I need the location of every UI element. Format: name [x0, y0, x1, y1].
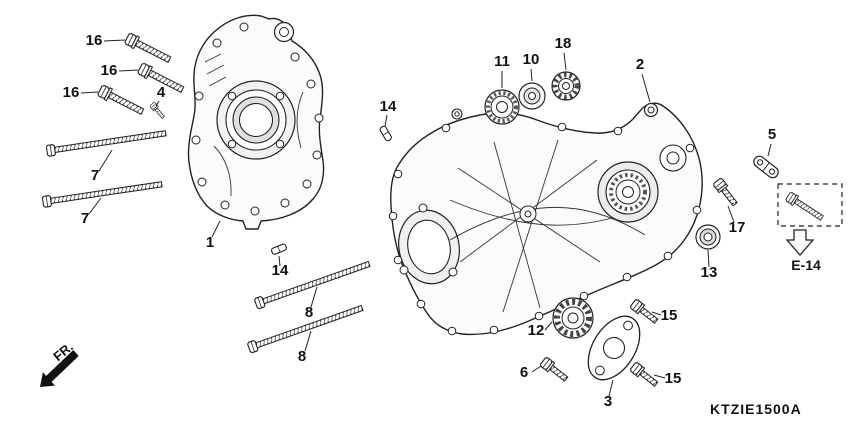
flange-bolt-16-1: [123, 31, 173, 66]
callout-label-1: 1: [206, 234, 214, 251]
callout-label-15-2: 15: [665, 370, 682, 387]
callout-6: 6: [520, 364, 542, 381]
callout-label-12: 12: [528, 322, 545, 339]
ball-bearing-10: [518, 82, 546, 110]
oil-seal-13: [695, 224, 721, 250]
callout-5: 5: [767, 126, 776, 157]
bearing-12: [552, 297, 594, 339]
callout-label-17: 17: [729, 219, 746, 236]
screw-4: [149, 101, 167, 120]
callout-7-1: 7: [91, 149, 113, 184]
callout-label-6: 6: [520, 364, 528, 381]
dowel-pin-14-top: [378, 124, 393, 143]
callout-label-16-3: 16: [63, 84, 80, 101]
case2-bearing-boss: [597, 144, 687, 223]
callout-label-3: 3: [604, 393, 612, 410]
callout-8-1: 8: [305, 286, 318, 321]
fr-arrow-icon: [40, 350, 79, 387]
dowel-pin-14-bottom: [270, 242, 288, 256]
callout-label-16-1: 16: [86, 32, 103, 49]
clamp-5: [753, 155, 779, 179]
callout-label-11: 11: [494, 53, 510, 70]
callout-label-8-2: 8: [298, 348, 306, 365]
ball-bearing-11: [484, 89, 520, 125]
callout-label-4: 4: [157, 84, 166, 101]
callout-label-7-1: 7: [91, 167, 99, 184]
callout-7-2: 7: [81, 197, 102, 227]
e14-label: E-14: [791, 257, 821, 273]
callout-14-top: 14: [380, 98, 397, 127]
callout-label-18: 18: [555, 35, 572, 52]
left-crankcase-part-1: [187, 14, 325, 230]
bolt-6: [539, 356, 571, 384]
case2-bolt-holes: [388, 109, 702, 336]
flange-bolt-16-3: [96, 83, 146, 118]
callout-3: 3: [604, 379, 614, 410]
callout-11: 11: [494, 53, 510, 88]
callout-13: 13: [701, 249, 718, 281]
callout-16-2: 16: [101, 62, 139, 79]
callout-label-14-bottom: 14: [272, 262, 289, 279]
diagram-code: KTZIE1500A: [710, 401, 802, 417]
bolt-17: [712, 177, 740, 209]
callout-16-3: 16: [63, 84, 99, 101]
callout-8-2: 8: [298, 330, 312, 365]
stud-bolt-7-1: [45, 127, 168, 157]
case1-bolt-holes: [191, 22, 324, 216]
right-crankcase-part-2: [388, 102, 703, 336]
e14-reference-bolt: [784, 190, 826, 224]
e14-down-arrow-icon: [785, 229, 815, 256]
callout-label-10: 10: [523, 51, 540, 68]
callout-16-1: 16: [86, 32, 126, 49]
crankcase-mouth: [398, 209, 460, 285]
callout-4: 4: [155, 84, 166, 107]
callout-18: 18: [555, 35, 572, 71]
callout-label-14-top: 14: [380, 98, 397, 115]
callout-label-15-1: 15: [661, 307, 678, 324]
callout-1: 1: [206, 220, 221, 251]
callout-label-8-1: 8: [305, 304, 313, 321]
callout-10: 10: [523, 51, 540, 82]
case2-ribs: [449, 139, 651, 313]
cylinder-bore: [216, 80, 296, 160]
callout-label-16-2: 16: [101, 62, 118, 79]
cover-plate-3: [587, 315, 641, 381]
callout-14-bottom: 14: [272, 255, 289, 279]
callout-2: 2: [636, 56, 651, 103]
stud-bolt-7-2: [41, 178, 164, 208]
callout-15-2: 15: [653, 370, 682, 387]
callout-label-5: 5: [768, 126, 776, 143]
e14-reference-box: [777, 183, 843, 227]
callout-12: 12: [528, 321, 553, 339]
callout-label-2: 2: [636, 56, 644, 73]
e14-reference: E-14: [777, 183, 843, 273]
callout-17: 17: [727, 205, 746, 236]
ball-bearing-18: [551, 71, 581, 101]
fr-direction: FR.: [40, 339, 79, 387]
callout-label-13: 13: [701, 264, 718, 281]
callout-15-1: 15: [651, 307, 678, 324]
callout-label-7-2: 7: [81, 210, 89, 227]
